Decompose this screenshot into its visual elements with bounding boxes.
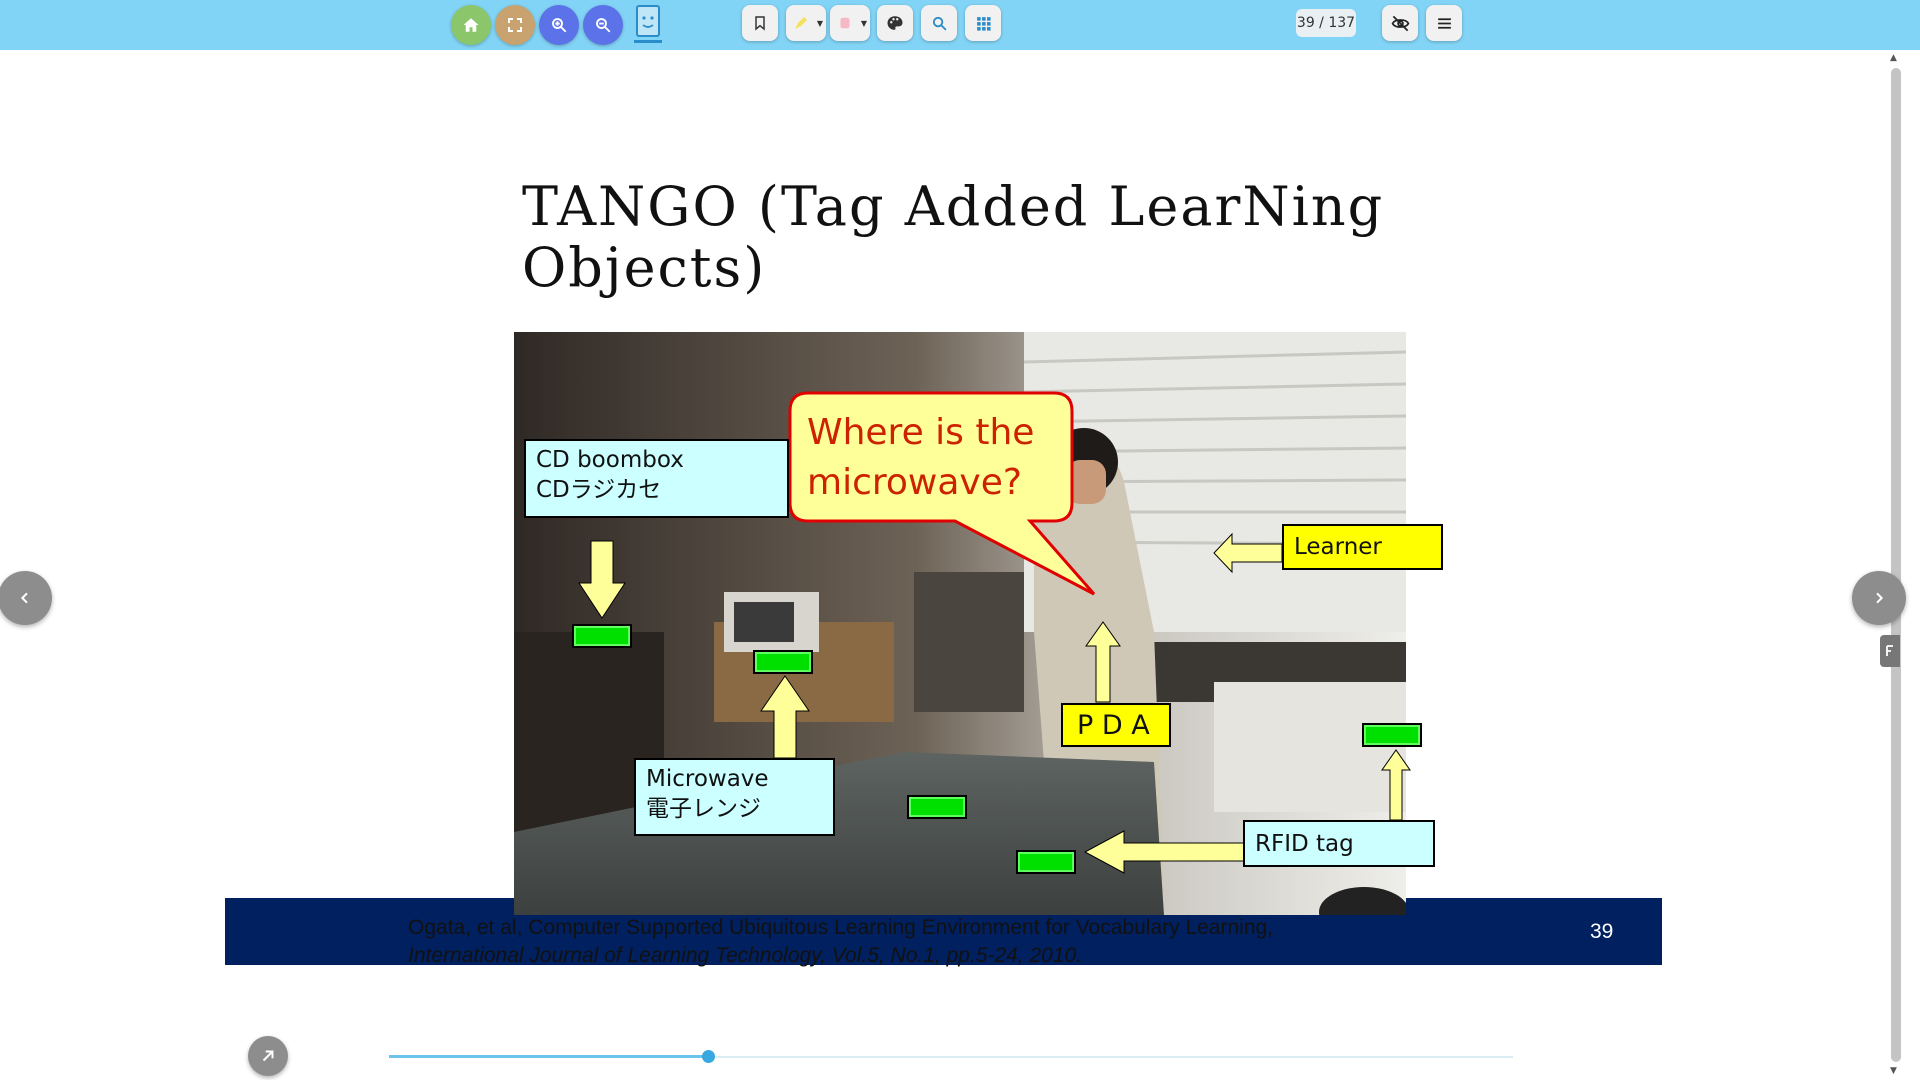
side-panel-tab[interactable] xyxy=(1880,635,1900,667)
next-page-button[interactable] xyxy=(1852,571,1906,625)
chevron-left-icon xyxy=(20,592,28,604)
zoom-in-icon xyxy=(552,18,567,33)
zoom-in-button[interactable] xyxy=(539,5,579,45)
label-learner: Learner xyxy=(1282,524,1443,570)
grid-view-button[interactable] xyxy=(965,5,1001,41)
label-rfid-tag: RFID tag xyxy=(1243,820,1435,867)
grid-icon xyxy=(976,16,991,31)
menu-button[interactable] xyxy=(1426,5,1462,41)
chevron-down-icon: ▼ xyxy=(816,19,823,28)
pda-arrow xyxy=(1085,621,1121,703)
zoom-out-button[interactable] xyxy=(583,5,623,45)
highlighter-button[interactable]: ▼ xyxy=(786,5,826,41)
hide-button[interactable] xyxy=(1382,5,1418,41)
expand-button[interactable] xyxy=(248,1036,288,1076)
scroll-up-icon[interactable]: ▲ xyxy=(1890,53,1897,63)
page-slider-handle[interactable] xyxy=(702,1050,716,1063)
fullscreen-icon xyxy=(508,18,522,32)
page-slider-track[interactable] xyxy=(389,1056,1513,1058)
top-toolbar: ▼ ▼ 39 / 137 xyxy=(0,0,1920,50)
prev-page-button[interactable] xyxy=(0,571,52,625)
chevron-right-icon xyxy=(1876,592,1884,604)
label-cd-boombox: CD boombox CDラジカセ xyxy=(524,439,789,518)
home-button[interactable] xyxy=(451,5,491,45)
cd-arrow xyxy=(578,540,626,619)
scrollbar-thumb[interactable] xyxy=(1891,68,1901,1062)
palette-icon xyxy=(887,16,903,30)
eraser-button[interactable]: ▼ xyxy=(830,5,870,41)
search-icon xyxy=(932,16,947,31)
bookmark-button[interactable] xyxy=(742,5,778,41)
rfid-tag-table xyxy=(907,795,967,819)
app-logo[interactable] xyxy=(630,3,666,47)
page-slider-fill xyxy=(389,1055,709,1058)
scroll-down-icon[interactable]: ▼ xyxy=(1890,1066,1897,1076)
citation: Ogata, et al, Computer Supported Ubiquit… xyxy=(408,916,1274,967)
microwave-arrow xyxy=(760,675,810,759)
home-icon xyxy=(463,18,479,32)
label-microwave: Microwave 電子レンジ xyxy=(634,758,835,836)
fullscreen-button[interactable] xyxy=(495,5,535,45)
highlighter-icon xyxy=(795,17,807,29)
eraser-icon xyxy=(840,17,850,29)
menu-icon xyxy=(1437,17,1451,29)
palette-button[interactable] xyxy=(877,5,913,41)
side-panel-icon xyxy=(1886,645,1893,656)
rfid-tag-floor xyxy=(1016,850,1076,874)
rfid-tag-microwave xyxy=(753,650,813,674)
slide-number: 39 xyxy=(1590,920,1614,943)
rfid-tag-right xyxy=(1362,723,1422,747)
search-button[interactable] xyxy=(921,5,957,41)
zoom-out-icon xyxy=(596,18,611,33)
citation-journal: International Journal of Learning Techno… xyxy=(408,944,1083,967)
slide-title: TANGO (Tag Added LearNing Objects) xyxy=(522,175,1385,299)
rfid-arrow xyxy=(1083,830,1245,874)
label-pda: P D A xyxy=(1061,703,1171,747)
learner-arrow xyxy=(1213,532,1283,574)
speech-bubble-text: Where is the microwave? xyxy=(807,412,1035,503)
rfid-tag-cd xyxy=(572,624,632,648)
chevron-down-icon: ▼ xyxy=(860,19,867,28)
page-counter: 39 / 137 xyxy=(1296,9,1356,37)
bookmark-icon xyxy=(755,16,765,31)
arrow-up-right-icon xyxy=(262,1050,274,1062)
hide-icon xyxy=(1391,15,1409,31)
rfid-tag-arrow xyxy=(1381,749,1411,821)
